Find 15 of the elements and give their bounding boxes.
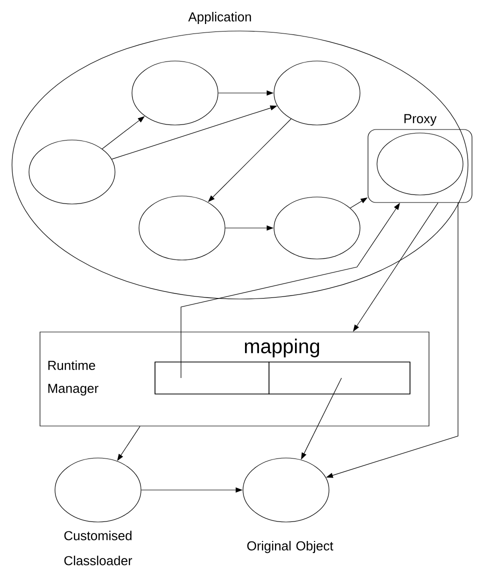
table-cell bbox=[154, 362, 270, 394]
ellipse-node bbox=[28, 140, 116, 204]
table-cell bbox=[268, 362, 410, 394]
node-title: mapping bbox=[244, 338, 320, 358]
node-title: Proxy bbox=[404, 114, 437, 126]
ellipse-node bbox=[274, 196, 360, 260]
node-title: Original Object bbox=[247, 540, 334, 554]
node-title: Runtime Manager bbox=[48, 360, 98, 396]
ellipse-node bbox=[138, 196, 226, 260]
ellipse-node bbox=[376, 132, 464, 196]
node-title: Customised Classloader bbox=[64, 530, 132, 566]
arrow bbox=[117, 426, 140, 461]
node-title: Application bbox=[188, 12, 251, 24]
ellipse-node bbox=[132, 60, 218, 126]
ellipse-node bbox=[274, 60, 360, 126]
